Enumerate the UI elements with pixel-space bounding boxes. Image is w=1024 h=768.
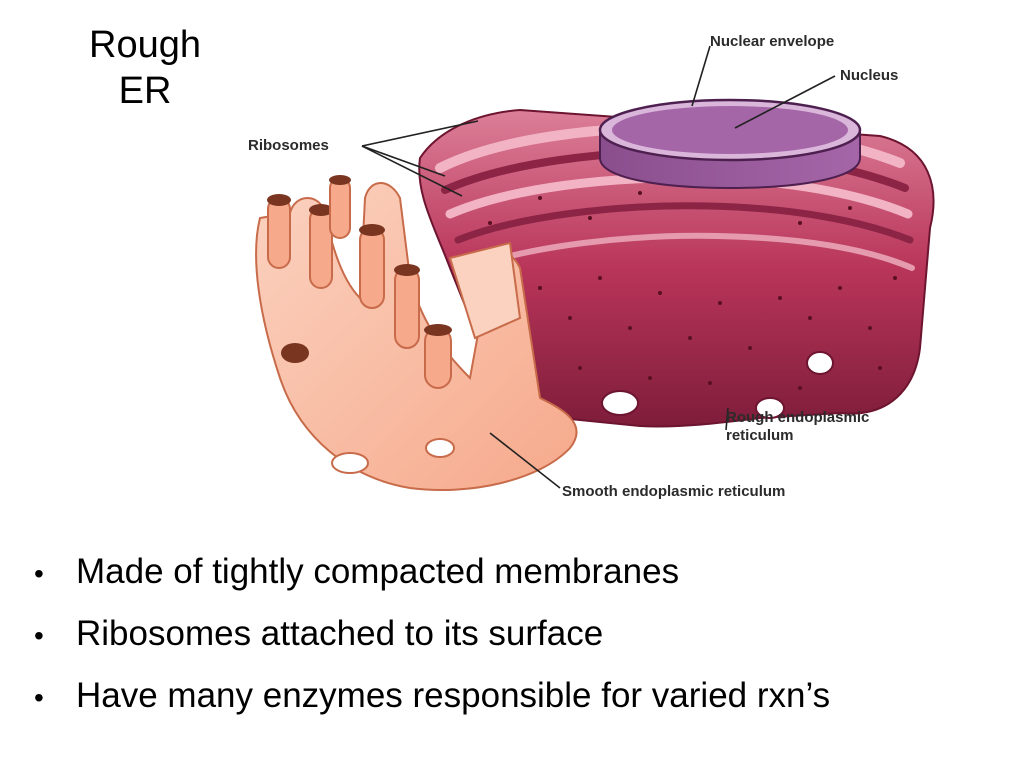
- bullet-dot: •: [34, 620, 44, 651]
- label-rough-er-line-2: reticulum: [726, 427, 794, 444]
- bullet-text: Made of tightly compacted membranes: [76, 552, 680, 591]
- label-nucleus: Nucleus: [840, 67, 898, 84]
- bullet-dot: •: [34, 558, 44, 589]
- smooth-er-body: [255, 175, 578, 491]
- label-nuclear-envelope: Nuclear envelope: [710, 33, 834, 50]
- bullet-dot: •: [34, 682, 44, 713]
- bullet-item: • Have many enzymes responsible for vari…: [34, 666, 830, 728]
- nucleus-shape: [598, 98, 862, 190]
- ribosome-dots: [488, 191, 897, 390]
- title-line-1: Rough: [89, 24, 201, 66]
- leader-lines: [361, 45, 836, 489]
- title-line-2: ER: [118, 70, 172, 112]
- rough-er-diagram: Nuclear envelope Nucleus Ribosomes Rough…: [240, 18, 940, 508]
- label-ribosomes: Ribosomes: [248, 137, 329, 154]
- label-rough-er-line-1: Rough endoplasmic: [726, 409, 869, 426]
- slide-title: Rough ER: [60, 22, 230, 114]
- bullet-list: • Made of tightly compacted membranes • …: [34, 542, 830, 728]
- bullet-text: Have many enzymes responsible for varied…: [76, 676, 831, 715]
- bullet-item: • Made of tightly compacted membranes: [34, 542, 830, 604]
- bullet-item: • Ribosomes attached to its surface: [34, 604, 830, 666]
- label-smooth-er: Smooth endoplasmic reticulum: [562, 483, 785, 500]
- bullet-text: Ribosomes attached to its surface: [76, 614, 604, 653]
